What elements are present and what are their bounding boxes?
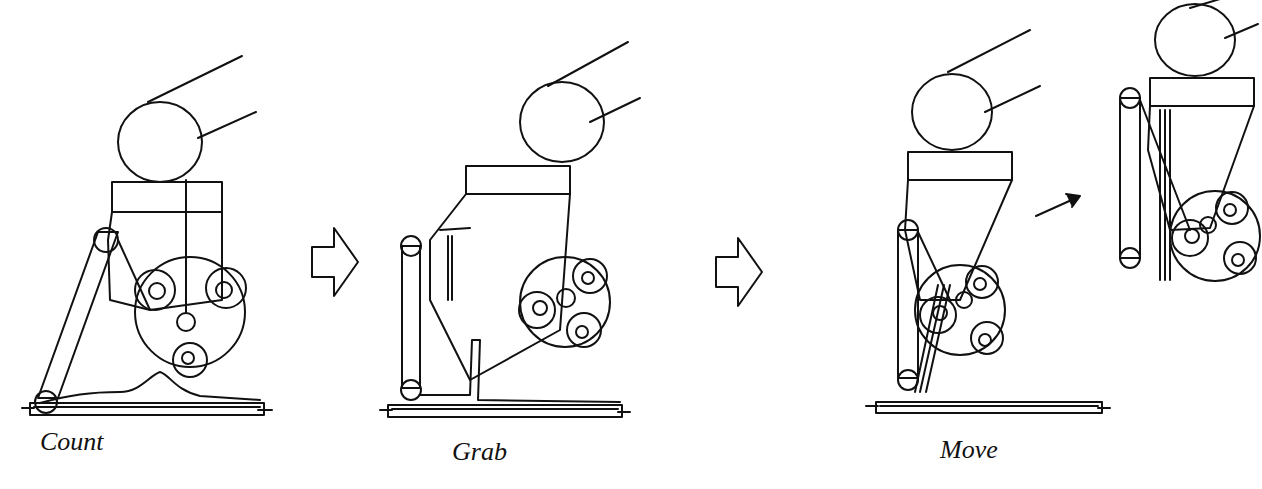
step-arrow: [716, 238, 762, 306]
step-label: Grab: [452, 438, 507, 467]
count-robot: [22, 56, 272, 415]
move-robot: [866, 30, 1110, 413]
step-label: Move: [940, 436, 998, 465]
step-arrow: [312, 228, 358, 296]
move-arrow: [1036, 194, 1080, 216]
grab-robot: [380, 42, 640, 417]
moved-robot: [1120, 0, 1260, 281]
step-label: Count: [40, 428, 104, 457]
